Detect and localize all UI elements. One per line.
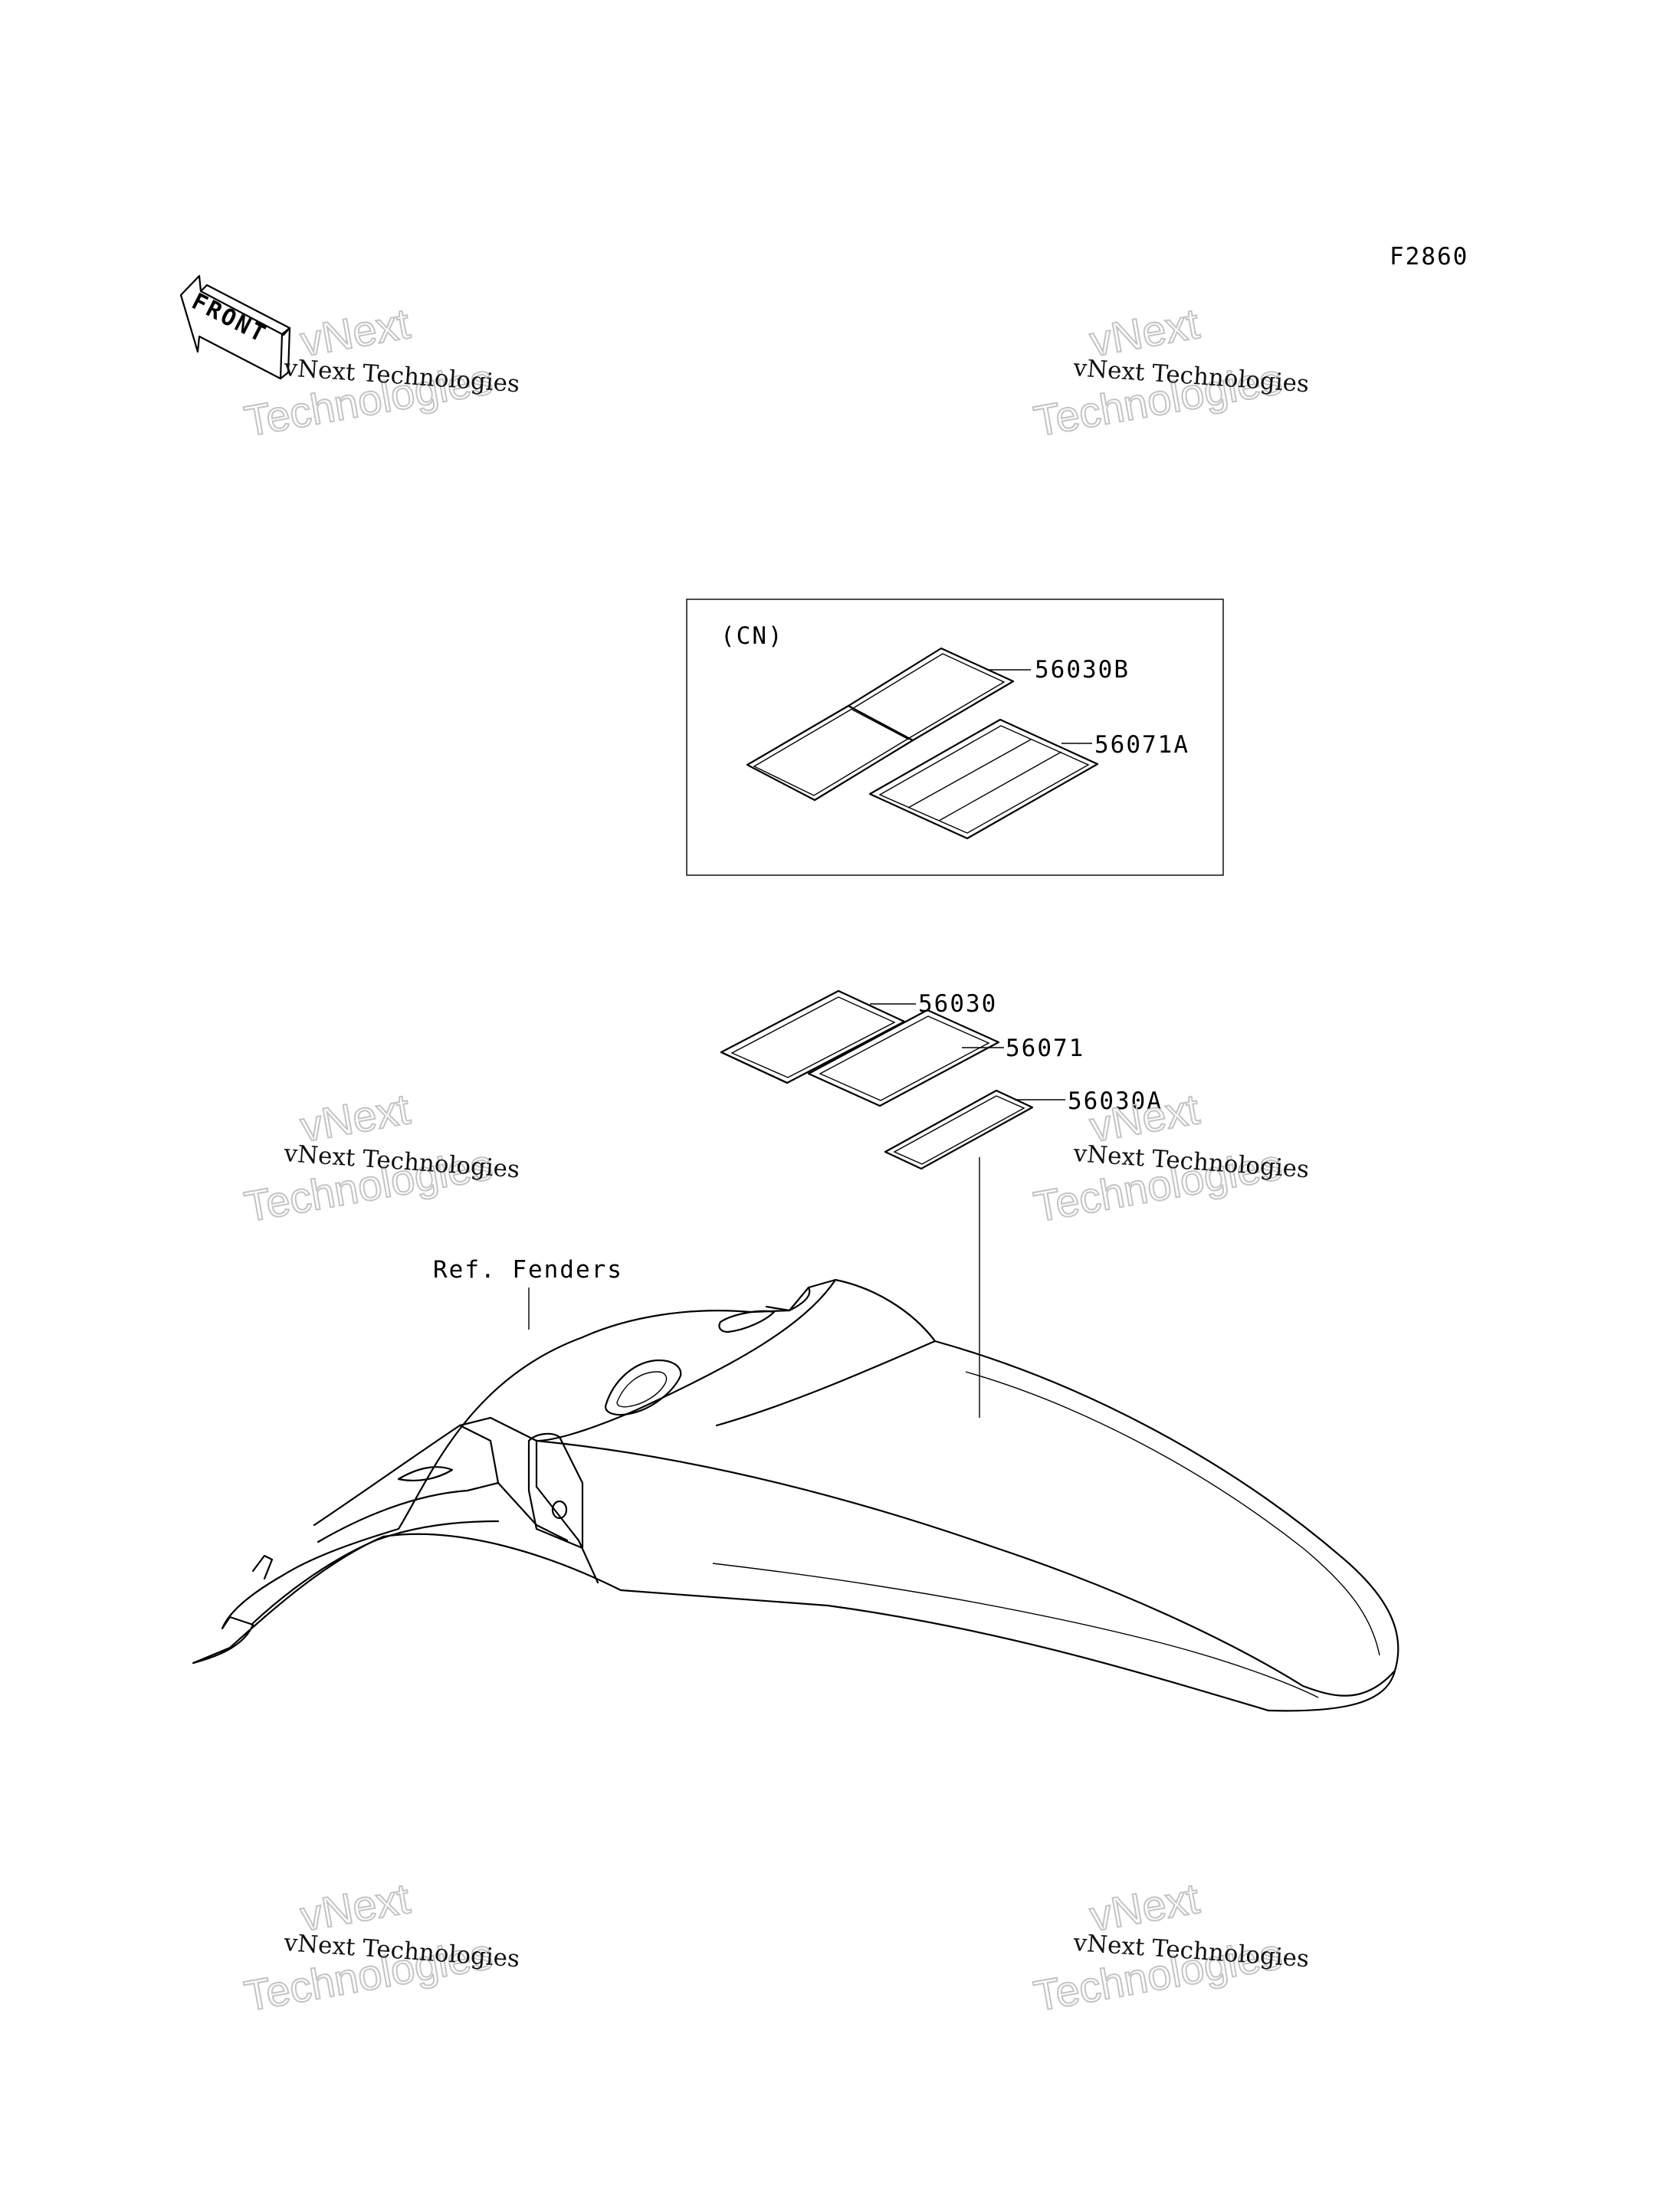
front-arrow-icon: FRONT — [179, 274, 291, 380]
watermark-6: vNext Technologies vNext Technologies — [1029, 1873, 1310, 2021]
watermark-2: vNext Technologies vNext Technologies — [1029, 298, 1310, 446]
decal-56030A — [884, 1089, 1034, 1170]
part-56030: 56030 — [918, 990, 997, 1018]
part-56030B: 56030B — [1035, 656, 1130, 684]
rear-fender-drawing — [192, 1278, 1399, 1712]
decal-56071 — [807, 1009, 1000, 1107]
part-56071A: 56071A — [1094, 731, 1189, 759]
part-56030A: 56030A — [1068, 1087, 1163, 1115]
decal-56030B — [746, 647, 1015, 802]
inset-region-label: (CN) — [720, 622, 784, 650]
decal-56071A — [868, 718, 1099, 840]
part-56071: 56071 — [1006, 1035, 1084, 1062]
watermark-3: vNext Technologies vNext Technologies — [240, 1084, 520, 1232]
watermark-5: vNext Technologies vNext Technologies — [240, 1873, 520, 2021]
inset-cn: (CN) 56030B 56071A — [686, 599, 1224, 876]
ref-fenders-label: Ref. Fenders — [433, 1256, 623, 1284]
figure-code: F2860 — [1390, 243, 1468, 271]
watermark-1: vNext Technologies vNext Technologies — [240, 298, 520, 446]
